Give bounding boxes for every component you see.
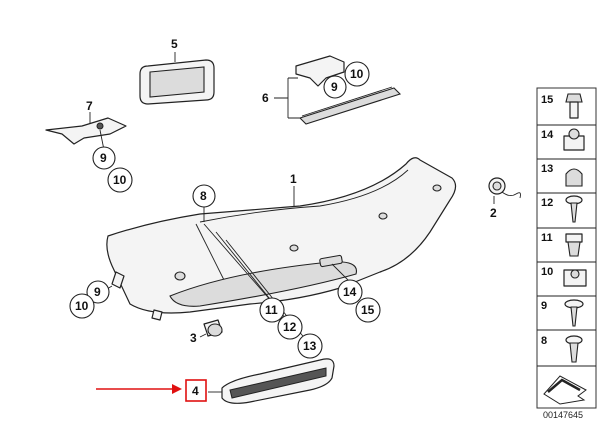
callout-6: 6 [262,91,269,105]
legend-label-9: 9 [541,300,547,312]
callout-9c: 9 [94,285,101,299]
bolt-icon [565,93,583,119]
legend-label-15: 15 [541,94,553,106]
fastener-legend: 15 14 13 12 11 10 9 8 [536,87,597,409]
expanding-rivet-icon [565,233,583,257]
legend-label-8: 8 [541,335,547,347]
part-2-sensor[interactable] [488,177,521,199]
callout-12: 12 [283,320,297,334]
callout-9b: 9 [100,151,107,165]
legend-label-13: 13 [541,163,553,175]
cap-icon [565,168,583,187]
callout-3: 3 [190,331,197,345]
callout-9a: 9 [331,80,338,94]
clip-nut-icon [563,128,585,151]
callout-10b: 10 [113,173,127,187]
legend-label-11: 11 [541,232,553,244]
legend-label-10: 10 [541,266,553,278]
callout-13: 13 [303,339,317,353]
callout-14-circle [337,279,363,305]
callout-2: 2 [490,206,497,220]
legend-label-12: 12 [541,197,553,209]
callout-15: 15 [361,303,375,317]
spring-clip-icon [563,269,587,287]
callout-12-circle [277,314,303,340]
part-6-trim-strip[interactable] [295,55,402,125]
part-7-bracket[interactable] [45,117,127,145]
callout-11-circle [259,297,285,323]
view-direction-arrow-icon [543,375,587,405]
flange-screw-icon [564,299,584,327]
callout-14: 14 [343,285,357,299]
callout-10b-circle [107,167,133,193]
part-5-lamp[interactable] [139,59,215,105]
screw-icon [565,195,583,223]
callout-10c-circle [69,293,95,319]
callout-1: 1 [290,172,297,186]
callout-9b-circle [92,146,116,170]
legend-label-14: 14 [541,129,554,141]
drawing-code: 00147645 [543,410,583,420]
callout-10a-circle [344,61,370,87]
callout-4-box [185,379,207,402]
callout-9c-circle [86,280,110,304]
callout-7: 7 [86,99,93,113]
callout-8: 8 [200,189,207,203]
part-3-pdc-sensor[interactable] [203,319,223,337]
callout-9a-circle [323,75,347,99]
callout-10a: 10 [350,67,364,81]
callout-4: 4 [192,384,199,398]
part-4-grille[interactable] [221,358,335,404]
callout-13-circle [297,333,323,359]
callout-10c: 10 [75,299,89,313]
push-rivet-icon [565,335,583,363]
callout-15-circle [355,297,381,323]
callout-5: 5 [171,37,178,51]
part-1-bumper[interactable] [106,157,457,321]
callout-11: 11 [265,303,278,317]
highlight-arrow-head-icon [172,384,182,394]
